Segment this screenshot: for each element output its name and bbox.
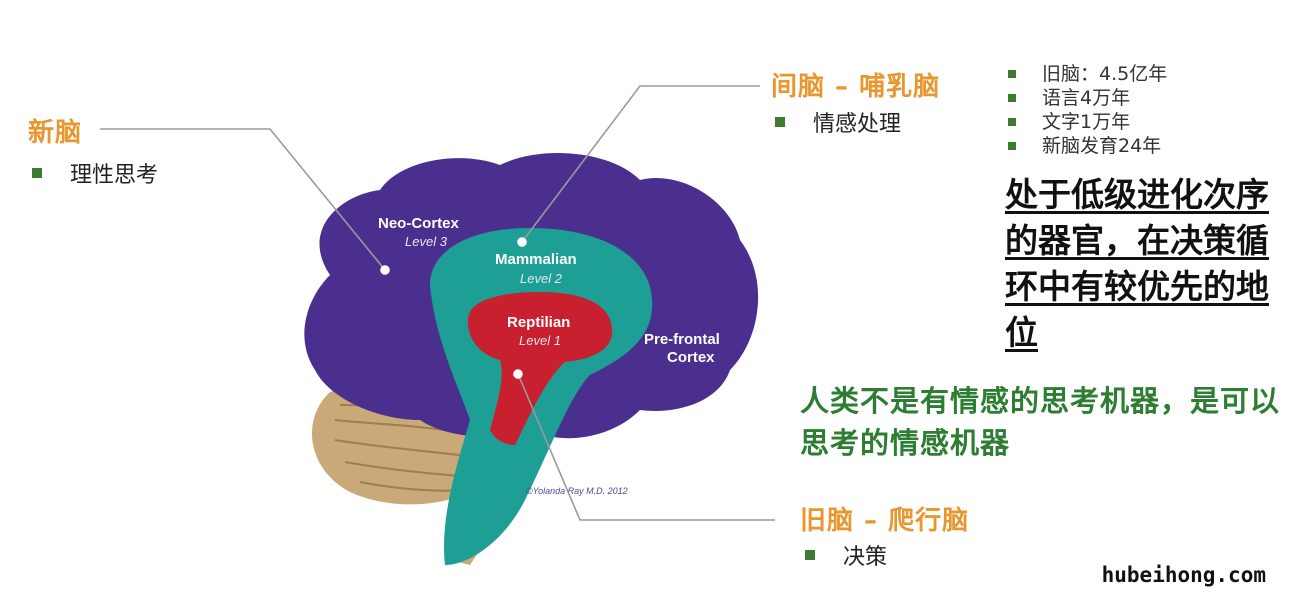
reptilian-level-label: Level 1 <box>519 333 561 348</box>
new-brain-bullet-text: 理性思考 <box>70 163 159 188</box>
emotion-quote: 人类不是有情感的思考机器，是可以思考的情感机器 <box>800 384 1281 460</box>
priority-statement: 处于低级进化次序的器官，在决策循环中有较优先的地位 <box>1005 175 1269 352</box>
facts-list: 旧脑：4.5亿年 语言4万年 文字1万年 新脑发育24年 <box>1008 62 1167 158</box>
fact-item: 语言4万年 <box>1008 86 1167 110</box>
watermark: hubeihong.com <box>1101 563 1266 587</box>
bullet-icon <box>32 168 42 178</box>
mid-brain-title: 间脑 – 哺乳脑 <box>771 72 941 102</box>
old-brain-bullet-text: 决策 <box>843 545 888 570</box>
bullet-icon <box>1008 118 1016 126</box>
new-brain-bullet: 理性思考 <box>32 157 158 189</box>
fact-text: 旧脑：4.5亿年 <box>1042 63 1168 85</box>
mid-brain-bullet: 情感处理 <box>775 106 901 138</box>
fact-item: 文字1万年 <box>1008 110 1167 134</box>
new-brain-connector <box>100 128 386 271</box>
cortex-label: Cortex <box>667 349 715 366</box>
bullet-icon <box>1008 142 1016 150</box>
bullet-icon <box>1008 70 1016 78</box>
mid-brain-connector <box>521 85 760 243</box>
bullet-icon <box>805 550 815 560</box>
reptilian-label: Reptilian <box>507 314 570 331</box>
new-brain-title: 新脑 <box>28 118 83 148</box>
fact-item: 新脑发育24年 <box>1008 134 1167 158</box>
connector-lines <box>100 85 775 521</box>
mid-brain-bullet-text: 情感处理 <box>813 112 902 137</box>
neo-level-label: Level 3 <box>405 234 448 249</box>
fact-item: 旧脑：4.5亿年 <box>1008 62 1167 86</box>
fact-text: 新脑发育24年 <box>1042 135 1162 157</box>
old-brain-bullet: 决策 <box>805 539 887 571</box>
bullet-icon <box>1008 94 1016 102</box>
old-brain-connector <box>517 373 775 521</box>
mammalian-level-label: Level 2 <box>520 271 563 286</box>
fact-text: 语言4万年 <box>1042 87 1131 109</box>
reptilian-region <box>467 292 613 445</box>
prefrontal-label: Pre-frontal <box>644 331 720 348</box>
old-brain-title: 旧脑 – 爬行脑 <box>800 506 970 536</box>
bullet-icon <box>775 117 785 127</box>
copyright-label: ©Yolanda Ray M.D. 2012 <box>526 486 628 496</box>
fact-text: 文字1万年 <box>1042 111 1131 133</box>
mammalian-label: Mammalian <box>495 251 577 268</box>
neo-cortex-label: Neo-Cortex <box>378 215 460 232</box>
